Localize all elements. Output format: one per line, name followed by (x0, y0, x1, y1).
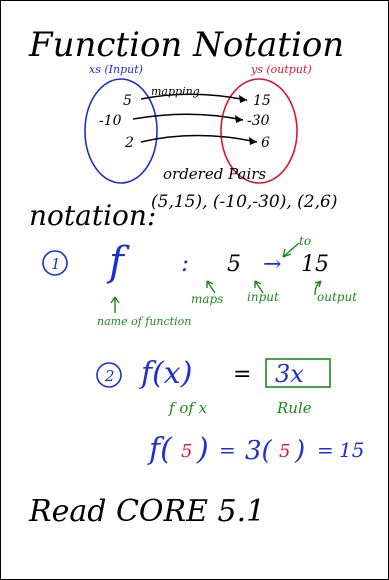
domain-label: xs (Input) (89, 63, 143, 76)
arrowhead (239, 95, 247, 103)
annotation-arrow (314, 280, 322, 296)
item-1-output: 15 (301, 252, 329, 277)
mapping-arrows (132, 93, 258, 143)
annotation-f-of-x: f of x (168, 399, 208, 417)
annotation-input: input (247, 290, 279, 304)
mapping-arrow (140, 93, 248, 101)
item-2-lhs: f(x) (139, 356, 192, 391)
notation-heading: notation: (29, 199, 156, 232)
annotation-name-of-function: name of function (97, 315, 191, 328)
item-2-circle (96, 362, 122, 388)
annotation-rule: Rule (276, 399, 312, 417)
eval-three: 3( (245, 436, 273, 466)
eval-equals-1: = (219, 438, 236, 462)
read-instruction: Read CORE 5.1 (28, 494, 265, 529)
output-value: 6 (261, 135, 270, 151)
annotation-to: to (299, 234, 311, 248)
item-2-rule: 3x (275, 360, 304, 388)
domain-oval (84, 78, 158, 184)
ordered-pairs-list: (5,15), (-10,-30), (2,6) (151, 192, 337, 212)
annotation-maps: maps (191, 292, 223, 306)
annotation-arrow (206, 280, 216, 294)
arrowhead (249, 137, 257, 145)
eval-mid-arg: 5 (279, 441, 290, 462)
page-title: Function Notation (28, 25, 344, 65)
ordered-pairs-label: ordered Pairs (163, 165, 266, 183)
rule-box (265, 358, 331, 388)
eval-mid-close: ) (294, 436, 305, 466)
annotation-output: output (317, 290, 357, 304)
annotation-arrow (254, 280, 264, 294)
annotation-arrow (282, 242, 300, 258)
item-1-colon: : (181, 249, 189, 277)
output-value: 15 (253, 93, 271, 109)
item-2-number: 2 (104, 367, 115, 385)
input-value: 2 (124, 135, 134, 151)
eval-arg: 5 (181, 441, 192, 462)
eval-result: 15 (339, 438, 364, 462)
annotation-arrow (110, 296, 120, 313)
item-1-arrow: → (263, 252, 281, 277)
arrowheads (235, 95, 257, 145)
arrowhead (235, 115, 243, 123)
annotation-arrow (282, 248, 292, 258)
input-value: -10 (99, 113, 122, 129)
eval-f: f( (147, 432, 173, 467)
mapping-arrow (132, 113, 244, 121)
item-1-annotation-arrows (110, 242, 322, 313)
range-oval (220, 78, 298, 184)
eval-equals-2: = (317, 438, 334, 462)
item-1-number: 1 (51, 255, 61, 273)
range-label: ys (output) (250, 63, 312, 76)
item-2-equals: = (233, 362, 251, 387)
mapping-arrow (140, 134, 258, 143)
item-1-circle (42, 250, 68, 276)
input-value: 5 (123, 93, 132, 109)
eval-close: ) (196, 432, 209, 467)
item-1-input: 5 (227, 252, 241, 277)
output-value: -30 (247, 113, 270, 129)
item-1-function-name: f (106, 239, 130, 285)
